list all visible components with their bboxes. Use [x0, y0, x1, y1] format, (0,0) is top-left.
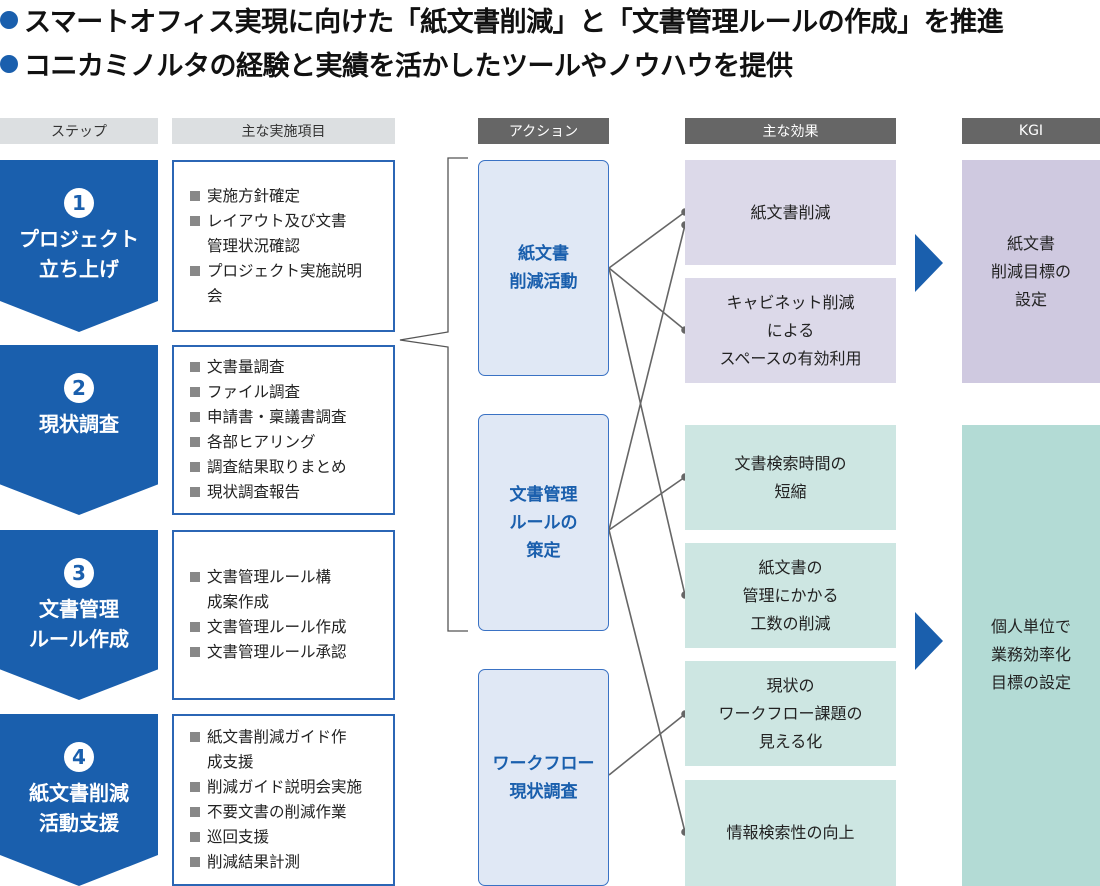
effect-box: 文書検索時間の 短縮: [685, 425, 896, 530]
step-2: 2 現状調査: [0, 345, 158, 515]
connector-line: [608, 224, 686, 531]
item-list-entry: 紙文書削減ガイド作成支援: [190, 725, 360, 775]
effect-box: 現状の ワークフロー課題の 見える化: [685, 661, 896, 766]
header-action: アクション: [478, 118, 609, 144]
step-label: プロジェクト 立ち上げ: [19, 227, 139, 281]
item-list-entry: 実施方針確定: [190, 184, 393, 209]
item-list-entry: 各部ヒアリング: [190, 430, 393, 455]
item-list-entry: 文書量調査: [190, 355, 393, 380]
step-number-badge: 3: [64, 558, 94, 588]
step-label: 文書管理 ルール作成: [29, 597, 129, 651]
item-list-entry: プロジェクト実施説明会: [190, 259, 370, 309]
step-4: 4 紙文書削減 活動支援: [0, 714, 158, 886]
connector-line: [608, 267, 686, 331]
item-list-entry: 文書管理ルール承認: [190, 640, 393, 665]
headline-2: コニカミノルタの経験と実績を活かしたツールやノウハウを提供: [0, 44, 793, 83]
connector-line: [608, 211, 686, 269]
step-1: 1 プロジェクト 立ち上げ: [0, 160, 158, 332]
connector-line: [608, 529, 686, 833]
item-list-entry: 申請書・稟議書調査: [190, 405, 393, 430]
step-label: 紙文書削減 活動支援: [29, 781, 129, 835]
effect-box: 紙文書削減: [685, 160, 896, 265]
header-items: 主な実施項目: [172, 118, 395, 144]
connector-line: [608, 713, 686, 776]
action-workflow-survey: ワークフロー 現状調査: [478, 669, 609, 886]
step-number-badge: 4: [64, 742, 94, 772]
header-kgi: KGI: [962, 118, 1100, 144]
item-list-entry: 現状調査報告: [190, 480, 393, 505]
bullet-icon: [0, 10, 18, 29]
step-items-box: 文書管理ルール構成案作成文書管理ルール作成文書管理ルール承認: [172, 530, 395, 700]
step-items-box: 紙文書削減ガイド作成支援削減ガイド説明会実施不要文書の削減作業巡回支援削減結果計…: [172, 714, 395, 886]
item-list-entry: 削減結果計測: [190, 850, 393, 875]
headline-text: スマートオフィス実現に向けた「紙文書削減」と「文書管理ルールの作成」を推進: [24, 7, 1004, 38]
item-list-entry: レイアウト及び文書管理状況確認: [190, 209, 350, 259]
header-effect: 主な効果: [685, 118, 896, 144]
item-list-entry: 不要文書の削減作業: [190, 800, 393, 825]
effect-box: 紙文書の 管理にかかる 工数の削減: [685, 543, 896, 648]
item-list-entry: 文書管理ルール構成案作成: [190, 565, 340, 615]
header-step: ステップ: [0, 118, 158, 144]
action-document-rules: 文書管理 ルールの 策定: [478, 414, 609, 631]
kgi-paper-target: 紙文書 削減目標の 設定: [962, 160, 1100, 383]
bullet-icon: [0, 54, 18, 73]
kgi-efficiency-target: 個人単位で 業務効率化 目標の設定: [962, 425, 1100, 886]
item-list-entry: 巡回支援: [190, 825, 393, 850]
headline-text: コニカミノルタの経験と実績を活かしたツールやノウハウを提供: [24, 51, 793, 82]
item-list-entry: 調査結果取りまとめ: [190, 455, 393, 480]
step-number-badge: 2: [64, 373, 94, 403]
item-list-entry: 削減ガイド説明会実施: [190, 775, 393, 800]
connector-line: [608, 267, 686, 596]
step-3: 3 文書管理 ルール作成: [0, 530, 158, 700]
effect-box: 情報検索性の向上: [685, 780, 896, 886]
step-items-box: 実施方針確定レイアウト及び文書管理状況確認プロジェクト実施説明会: [172, 160, 395, 332]
item-list-entry: 文書管理ルール作成: [190, 615, 393, 640]
headline-1: スマートオフィス実現に向けた「紙文書削減」と「文書管理ルールの作成」を推進: [0, 0, 1004, 39]
action-paper-reduction: 紙文書 削減活動: [478, 160, 609, 376]
connector-line: [608, 476, 686, 531]
bracket: [399, 157, 468, 632]
step-number-badge: 1: [64, 188, 94, 218]
step-items-box: 文書量調査ファイル調査申請書・稟議書調査各部ヒアリング調査結果取りまとめ現状調査…: [172, 345, 395, 515]
item-list-entry: ファイル調査: [190, 380, 393, 405]
step-label: 現状調査: [39, 412, 119, 436]
effect-box: キャビネット削減 による スペースの有効利用: [685, 278, 896, 383]
